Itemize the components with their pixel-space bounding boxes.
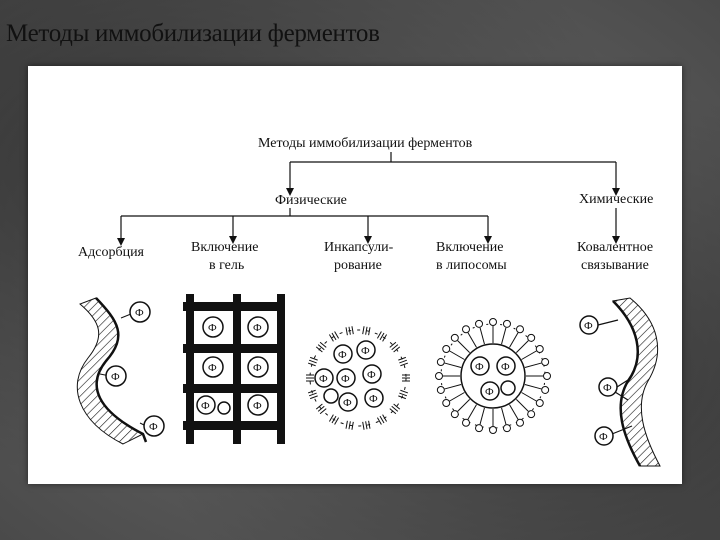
- enzyme-symbol: Ф: [599, 431, 608, 443]
- capsule-membrane-mark: [402, 374, 410, 382]
- lipid-molecule: [524, 384, 550, 394]
- lipid-molecule: [509, 325, 524, 348]
- enzyme-symbol: Ф: [135, 307, 144, 319]
- capsule-membrane-marks: [306, 326, 410, 430]
- enzyme-symbol: Ф: [253, 400, 262, 412]
- lipid-molecule: [521, 392, 544, 407]
- enzyme-symbol: Ф: [343, 397, 352, 409]
- lipid-molecule: [521, 345, 544, 360]
- lipid-molecule: [436, 384, 462, 394]
- enzyme-symbol: Ф: [361, 345, 370, 357]
- enzyme-symbol: Ф: [111, 371, 120, 383]
- enzyme-symbol: Ф: [338, 349, 347, 361]
- enzyme-symbol: Ф: [584, 320, 593, 332]
- lipid-molecule: [509, 404, 524, 427]
- capsule-membrane-mark: [389, 341, 401, 353]
- lipid-molecule: [442, 345, 465, 360]
- lipid-molecule: [450, 398, 471, 419]
- enzyme-symbol: Ф: [208, 362, 217, 374]
- lipid-molecule: [515, 333, 536, 354]
- encapsulation-illustration: Ф Ф Ф Ф Ф Ф Ф: [309, 329, 407, 427]
- capsule-membrane-mark: [306, 374, 314, 382]
- enzyme-symbol: Ф: [253, 322, 262, 334]
- capsule-membrane-mark: [376, 414, 388, 425]
- capsule-membrane-mark: [328, 331, 340, 342]
- capsule-membrane-mark: [398, 389, 409, 400]
- enzyme-symbol: Ф: [253, 362, 262, 374]
- enzyme-symbol: Ф: [319, 373, 328, 385]
- capsule-membrane-mark: [307, 356, 318, 367]
- method-encaps-l2: рование: [334, 258, 382, 273]
- enzyme-symbol: Ф: [603, 382, 612, 394]
- lipid-molecule: [475, 407, 485, 433]
- capsule-membrane-mark: [345, 326, 354, 336]
- gel-illustration: Ф Ф Ф Ф Ф Ф: [183, 294, 285, 444]
- capsule-membrane-mark: [376, 331, 388, 342]
- slide-title: Методы иммобилизации ферментов: [6, 20, 380, 47]
- capsule-membrane-mark: [362, 326, 371, 336]
- capsule-membrane-mark: [389, 403, 401, 415]
- method-gel-l2: в гель: [209, 258, 244, 273]
- capsule-membrane-mark: [315, 403, 327, 415]
- lipid-molecule: [475, 319, 485, 345]
- lipid-molecule: [515, 398, 536, 419]
- capsule-membrane-mark: [328, 414, 340, 425]
- method-covalent-l2: связывание: [581, 258, 649, 273]
- covalent-illustration: Ф Ф Ф: [579, 297, 661, 467]
- lipid-molecule: [462, 404, 477, 427]
- enzyme-symbol: Ф: [501, 361, 510, 373]
- method-encaps-l1: Инкапсули-: [324, 240, 394, 255]
- lipid-molecule: [524, 358, 550, 368]
- capsule-membrane-mark: [398, 356, 409, 367]
- enzyme-symbol: Ф: [485, 386, 494, 398]
- enzyme-symbol: Ф: [475, 361, 484, 373]
- enzyme-symbol: Ф: [149, 421, 158, 433]
- lipid-molecule: [435, 372, 460, 380]
- enzyme-symbol: Ф: [201, 400, 210, 412]
- physical-label: Физические: [275, 193, 347, 208]
- root-label: Методы иммобилизации ферментов: [258, 136, 473, 151]
- method-adsorption-l1: Адсорбция: [78, 245, 145, 260]
- lipid-molecule: [489, 409, 497, 434]
- lipid-molecule: [450, 333, 471, 354]
- lipid-molecule: [526, 372, 551, 380]
- enzyme-symbol: Ф: [369, 393, 378, 405]
- method-gel-l1: Включение: [191, 240, 259, 255]
- lipid-molecule: [501, 319, 511, 345]
- enzyme-symbol: Ф: [341, 373, 350, 385]
- method-lipo-l1: Включение: [436, 240, 504, 255]
- liposome-lipid-marks: [435, 318, 551, 434]
- enzyme-symbol: Ф: [367, 369, 376, 381]
- capsule-membrane-mark: [315, 341, 327, 353]
- enzyme-symbol: Ф: [208, 322, 217, 334]
- capsule-membrane-mark: [362, 420, 371, 430]
- tree-connectors: [120, 152, 617, 238]
- method-covalent-l1: Ковалентное: [577, 240, 653, 255]
- chemical-label: Химические: [579, 192, 653, 207]
- lipid-molecule: [462, 325, 477, 348]
- capsule-membrane-mark: [307, 389, 318, 400]
- diagram-panel: Методы иммобилизации ферментов Физически…: [28, 66, 682, 484]
- tree-arrowheads: [117, 188, 620, 246]
- capsule-membrane-mark: [345, 420, 354, 430]
- method-lipo-l2: в липосомы: [436, 258, 507, 273]
- lipid-molecule: [442, 392, 465, 407]
- lipid-molecule: [501, 407, 511, 433]
- immobilization-diagram: Методы иммобилизации ферментов Физически…: [76, 136, 661, 467]
- adsorption-illustration: Ф Ф Ф: [76, 297, 165, 445]
- lipid-molecule: [436, 358, 462, 368]
- lipid-molecule: [489, 318, 497, 343]
